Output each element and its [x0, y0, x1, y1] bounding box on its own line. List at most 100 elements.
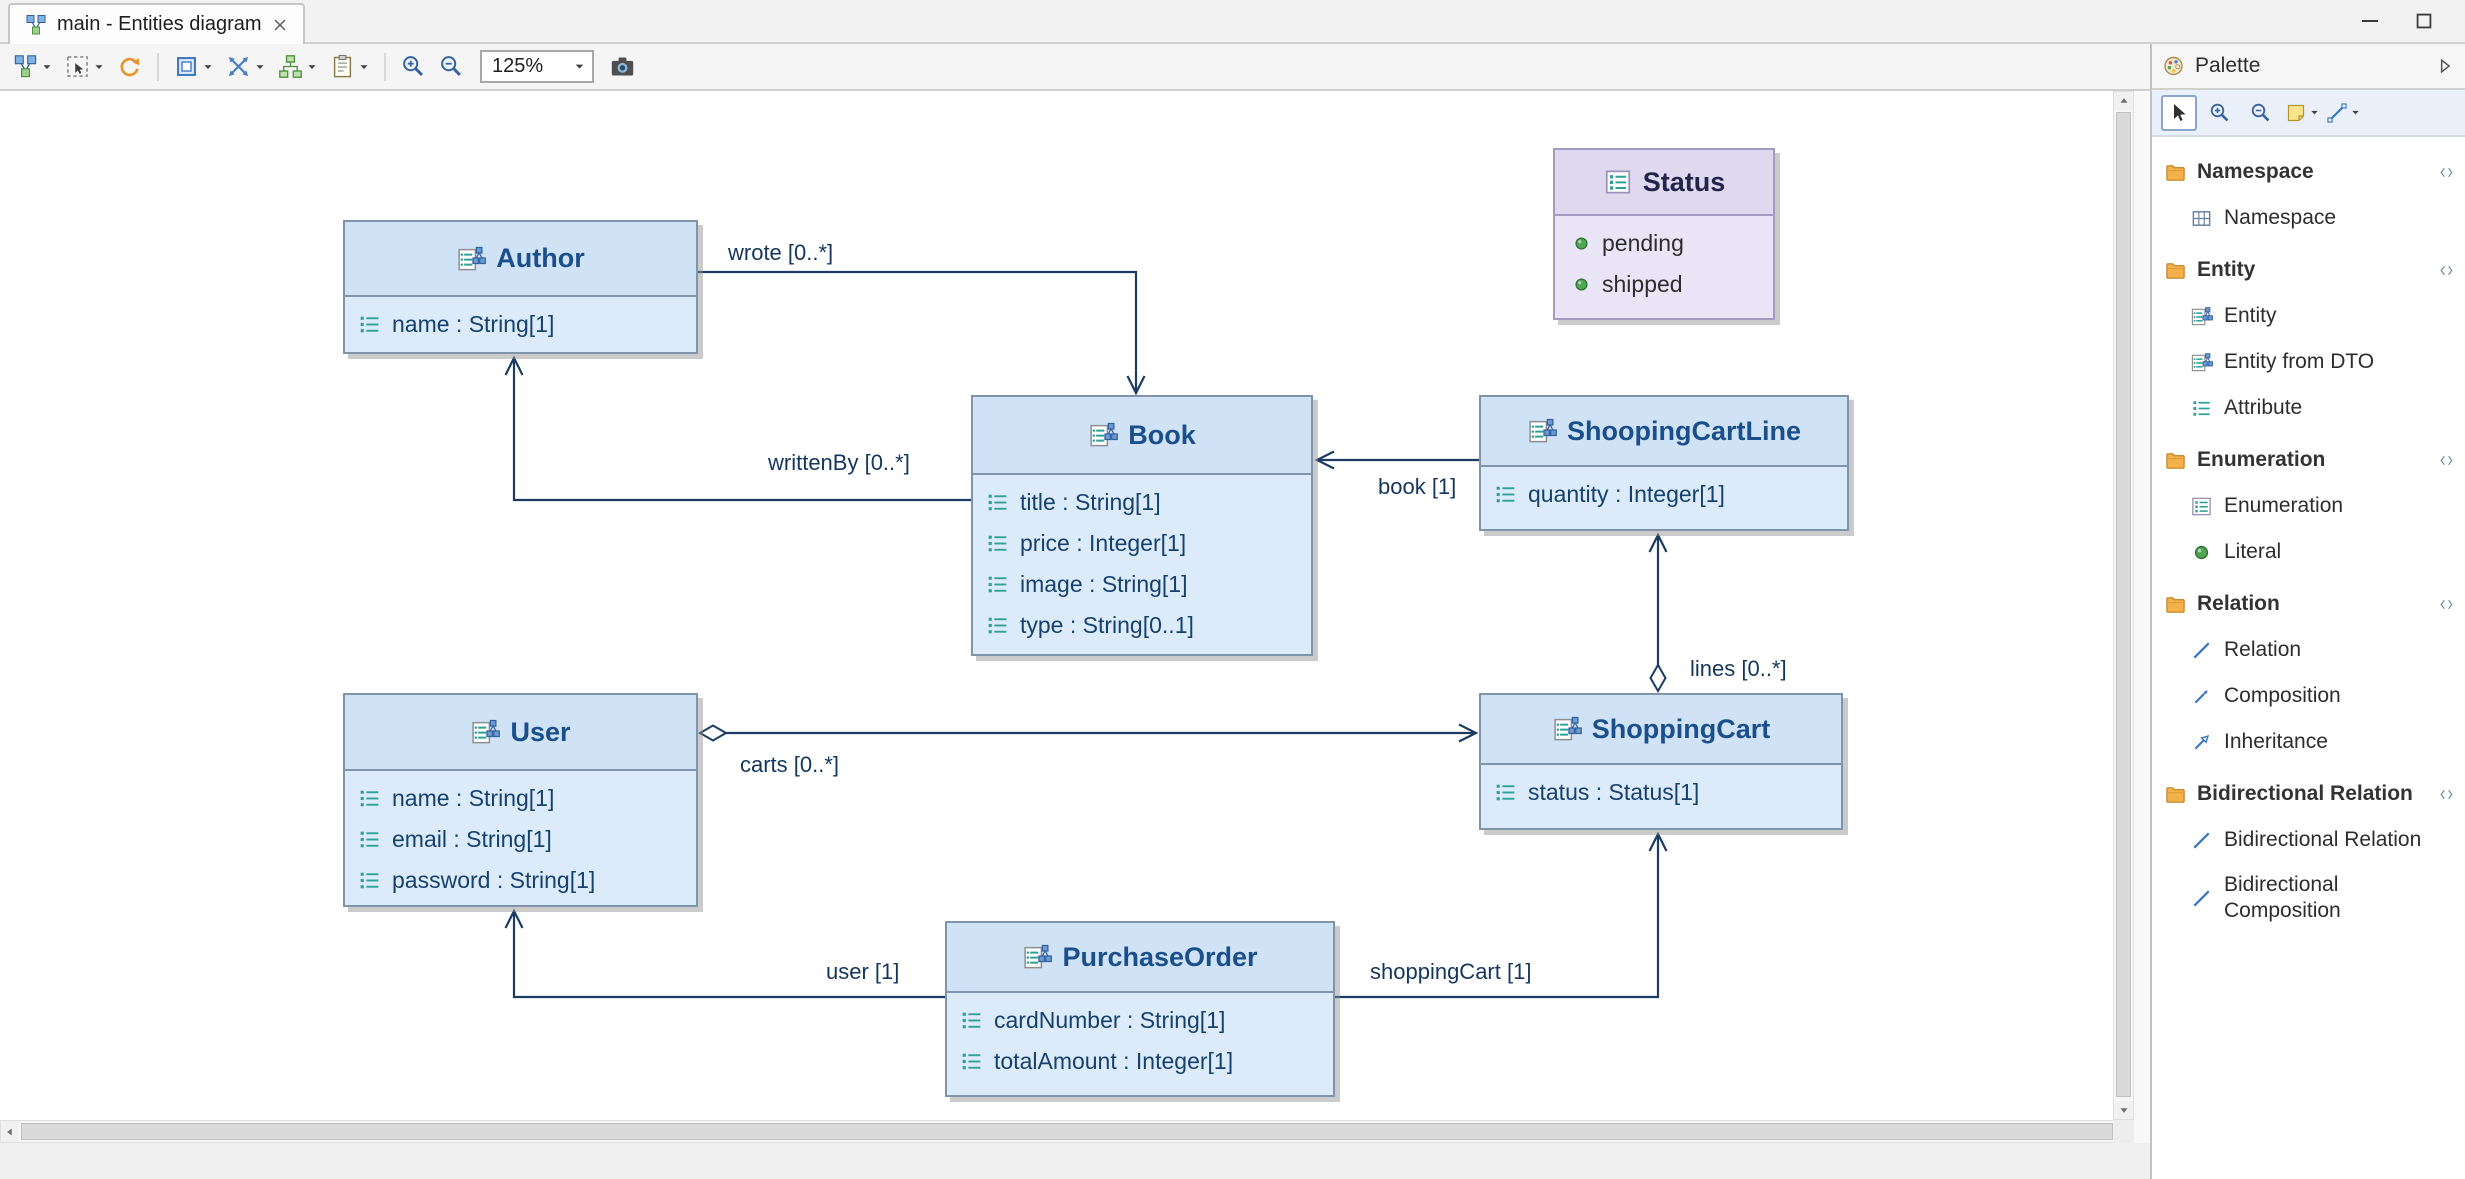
drawer-pin-icon[interactable] — [2438, 164, 2455, 181]
scroll-up-icon[interactable] — [2114, 92, 2133, 110]
palette-group-enumeration[interactable]: Enumeration — [2152, 437, 2465, 483]
palette-item-literal[interactable]: Literal — [2152, 529, 2465, 575]
attribute-row[interactable]: cardNumber : String[1] — [947, 1000, 1333, 1041]
entity-node-author[interactable]: Author name : String[1] — [343, 220, 698, 354]
attribute-row[interactable]: title : String[1] — [973, 482, 1311, 523]
collapse-palette-icon[interactable] — [2435, 56, 2455, 76]
node-header[interactable]: ShoopingCartLine — [1481, 397, 1847, 467]
entity-icon — [2190, 305, 2213, 328]
maximize-icon[interactable] — [2407, 6, 2441, 36]
entity-node-book[interactable]: Book title : String[1]price : Integer[1]i… — [971, 395, 1313, 656]
zoom-out-button[interactable] — [434, 48, 469, 86]
vertical-scrollbar[interactable] — [2113, 91, 2134, 1120]
node-header[interactable]: Status — [1555, 150, 1773, 216]
palette-group-entity[interactable]: Entity — [2152, 247, 2465, 293]
chevron-down-icon[interactable] — [41, 61, 53, 73]
palette-item-enumeration[interactable]: Enumeration — [2152, 483, 2465, 529]
palette-item-inheritance[interactable]: Inheritance — [2152, 719, 2465, 765]
chevron-down-icon[interactable] — [254, 61, 266, 73]
row-label: totalAmount : Integer[1] — [994, 1048, 1234, 1074]
chevron-down-icon[interactable] — [2309, 107, 2320, 118]
palette-header[interactable]: Palette — [2152, 44, 2465, 90]
edge-label-wrote[interactable]: wrote [0..*] — [728, 240, 834, 265]
edge-label-shoppingcart[interactable]: shoppingCart [1] — [1370, 959, 1532, 984]
attribute-row[interactable]: image : String[1] — [973, 564, 1311, 605]
palette-item-namespace[interactable]: Namespace — [2152, 195, 2465, 241]
literal-row[interactable]: pending — [1555, 223, 1773, 264]
palette-item-bidirectional-composition[interactable]: Bidirectional Composition — [2152, 863, 2465, 933]
palette-group-namespace[interactable]: Namespace — [2152, 149, 2465, 195]
entity-node-purchaseorder[interactable]: PurchaseOrder cardNumber : String[1] total… — [945, 921, 1335, 1097]
edge-label-writtenby[interactable]: writtenBy [0..*] — [768, 450, 910, 475]
chevron-down-icon[interactable] — [306, 61, 318, 73]
attribute-row[interactable]: password : String[1] — [345, 860, 696, 901]
attribute-icon — [985, 531, 1010, 556]
vertical-scrollbar-thumb[interactable] — [2116, 112, 2131, 1097]
edge-label-carts[interactable]: carts [0..*] — [740, 752, 840, 777]
align-button[interactable] — [221, 48, 270, 86]
drawer-pin-icon[interactable] — [2438, 596, 2455, 613]
paste-style-button[interactable] — [325, 48, 374, 86]
note-tool[interactable] — [2284, 95, 2320, 131]
entity-node-user[interactable]: User name : String[1]email : String[1]pas… — [343, 693, 698, 907]
node-header[interactable]: Author — [345, 222, 696, 297]
attribute-row[interactable]: status : Status[1] — [1481, 772, 1841, 813]
layout-icon — [277, 53, 304, 80]
arrange-all-button[interactable] — [273, 48, 322, 86]
drawer-pin-icon[interactable] — [2438, 262, 2455, 279]
attribute-row[interactable]: price : Integer[1] — [973, 523, 1311, 564]
palette-zoom-in-tool[interactable] — [2202, 95, 2238, 131]
entity-icon — [2190, 351, 2213, 374]
close-icon[interactable] — [271, 16, 289, 34]
attribute-row[interactable]: email : String[1] — [345, 819, 696, 860]
horizontal-scrollbar-thumb[interactable] — [21, 1123, 2113, 1140]
attribute-row[interactable]: type : String[0..1] — [973, 605, 1311, 646]
zoom-in-button[interactable] — [396, 48, 431, 86]
entity-node-shoppingcart[interactable]: ShoppingCart status : Status[1] — [1479, 693, 1843, 830]
edge-label-user[interactable]: user [1] — [826, 959, 900, 984]
literal-row[interactable]: shipped — [1555, 264, 1773, 305]
node-header[interactable]: ShoppingCart — [1481, 695, 1841, 765]
editor-tab[interactable]: main - Entities diagram — [8, 3, 305, 44]
zoom-level-combo[interactable]: 125% — [480, 50, 594, 83]
chevron-down-icon[interactable] — [202, 61, 214, 73]
node-header[interactable]: User — [345, 695, 696, 771]
palette-item-bidirectional-relation[interactable]: Bidirectional Relation — [2152, 817, 2465, 863]
connection-tool[interactable] — [2325, 95, 2361, 131]
selection-mode-button[interactable] — [60, 48, 109, 86]
drawer-pin-icon[interactable] — [2438, 786, 2455, 803]
export-diagram-button[interactable] — [605, 48, 640, 86]
edge-label-book[interactable]: book [1] — [1378, 474, 1457, 499]
attribute-icon — [357, 868, 382, 893]
chevron-down-icon[interactable] — [566, 60, 592, 73]
select-tool[interactable] — [2161, 94, 2197, 131]
attribute-row[interactable]: name : String[1] — [345, 304, 696, 345]
diagram-menu-button[interactable] — [8, 48, 57, 86]
entity-node-shoopingcartline[interactable]: ShoopingCartLine quantity : Integer[1] — [1479, 395, 1849, 531]
attribute-row[interactable]: quantity : Integer[1] — [1481, 474, 1847, 515]
scroll-left-icon[interactable] — [1, 1121, 19, 1142]
palette-item-entity-from-dto[interactable]: Entity from DTO — [2152, 339, 2465, 385]
horizontal-scrollbar[interactable] — [0, 1120, 2134, 1143]
palette-item-relation[interactable]: Relation — [2152, 627, 2465, 673]
palette-group-relation[interactable]: Relation — [2152, 581, 2465, 627]
refresh-button[interactable] — [112, 48, 147, 86]
scroll-down-icon[interactable] — [2114, 1101, 2133, 1119]
chevron-down-icon[interactable] — [358, 61, 370, 73]
attribute-row[interactable]: name : String[1] — [345, 778, 696, 819]
node-header[interactable]: PurchaseOrder — [947, 923, 1333, 993]
palette-zoom-out-tool[interactable] — [2243, 95, 2279, 131]
drawer-pin-icon[interactable] — [2438, 452, 2455, 469]
minimize-icon[interactable] — [2353, 6, 2387, 36]
palette-item-attribute[interactable]: Attribute — [2152, 385, 2465, 431]
palette-group-bidirectional-relation[interactable]: Bidirectional Relation — [2152, 771, 2465, 817]
edge-label-lines[interactable]: lines [0..*] — [1690, 656, 1787, 681]
filters-layers-button[interactable] — [169, 48, 218, 86]
node-header[interactable]: Book — [973, 397, 1311, 475]
attribute-row[interactable]: totalAmount : Integer[1] — [947, 1041, 1333, 1082]
chevron-down-icon[interactable] — [93, 61, 105, 73]
chevron-down-icon[interactable] — [2350, 107, 2361, 118]
palette-item-entity[interactable]: Entity — [2152, 293, 2465, 339]
palette-item-composition[interactable]: Composition — [2152, 673, 2465, 719]
